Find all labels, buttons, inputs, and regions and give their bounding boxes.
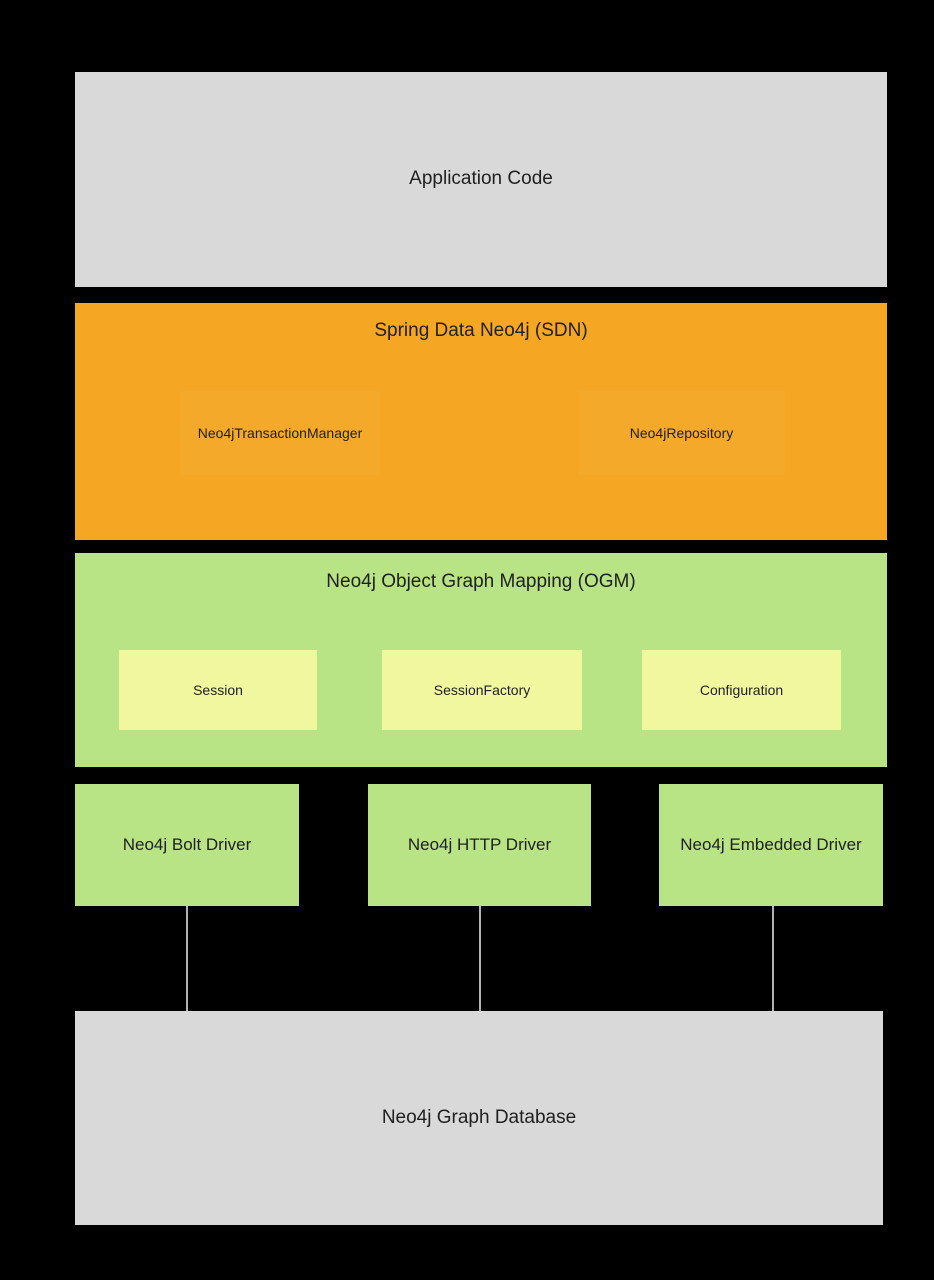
neo4j-bolt-driver-label: Neo4j Bolt Driver	[122, 834, 252, 854]
spring-data-neo4j-layer: Spring Data Neo4j (SDN) Neo4jTransaction…	[75, 303, 887, 540]
neo4j-embedded-driver-box: Neo4j Embedded Driver	[659, 784, 883, 906]
session-factory-component: SessionFactory	[382, 650, 582, 730]
configuration-label: Configuration	[699, 681, 784, 698]
neo4j-http-driver-label: Neo4j HTTP Driver	[407, 834, 552, 854]
neo4j-transaction-manager-label: Neo4jTransactionManager	[197, 424, 363, 441]
connector-embedded-to-database	[772, 906, 774, 1011]
neo4j-repository-component: Neo4jRepository	[578, 391, 785, 475]
session-factory-label: SessionFactory	[433, 681, 531, 698]
application-code-label: Application Code	[409, 168, 553, 190]
session-label: Session	[193, 681, 243, 698]
spring-data-neo4j-title: Spring Data Neo4j (SDN)	[374, 320, 588, 341]
connector-bolt-to-database	[186, 906, 188, 1011]
neo4j-graph-database-layer: Neo4j Graph Database	[75, 1011, 883, 1225]
configuration-component: Configuration	[642, 650, 841, 730]
neo4j-ogm-layer: Neo4j Object Graph Mapping (OGM) Session…	[75, 553, 887, 767]
session-component: Session	[119, 650, 317, 730]
neo4j-embedded-driver-label: Neo4j Embedded Driver	[680, 834, 862, 854]
application-code-layer: Application Code	[75, 72, 887, 287]
neo4j-bolt-driver-box: Neo4j Bolt Driver	[75, 784, 299, 906]
connector-http-to-database	[479, 906, 481, 1011]
neo4j-http-driver-box: Neo4j HTTP Driver	[368, 784, 591, 906]
neo4j-transaction-manager-component: Neo4jTransactionManager	[180, 391, 380, 475]
neo4j-ogm-title: Neo4j Object Graph Mapping (OGM)	[326, 571, 636, 592]
neo4j-repository-label: Neo4jRepository	[629, 424, 734, 441]
neo4j-graph-database-label: Neo4j Graph Database	[381, 1106, 577, 1128]
